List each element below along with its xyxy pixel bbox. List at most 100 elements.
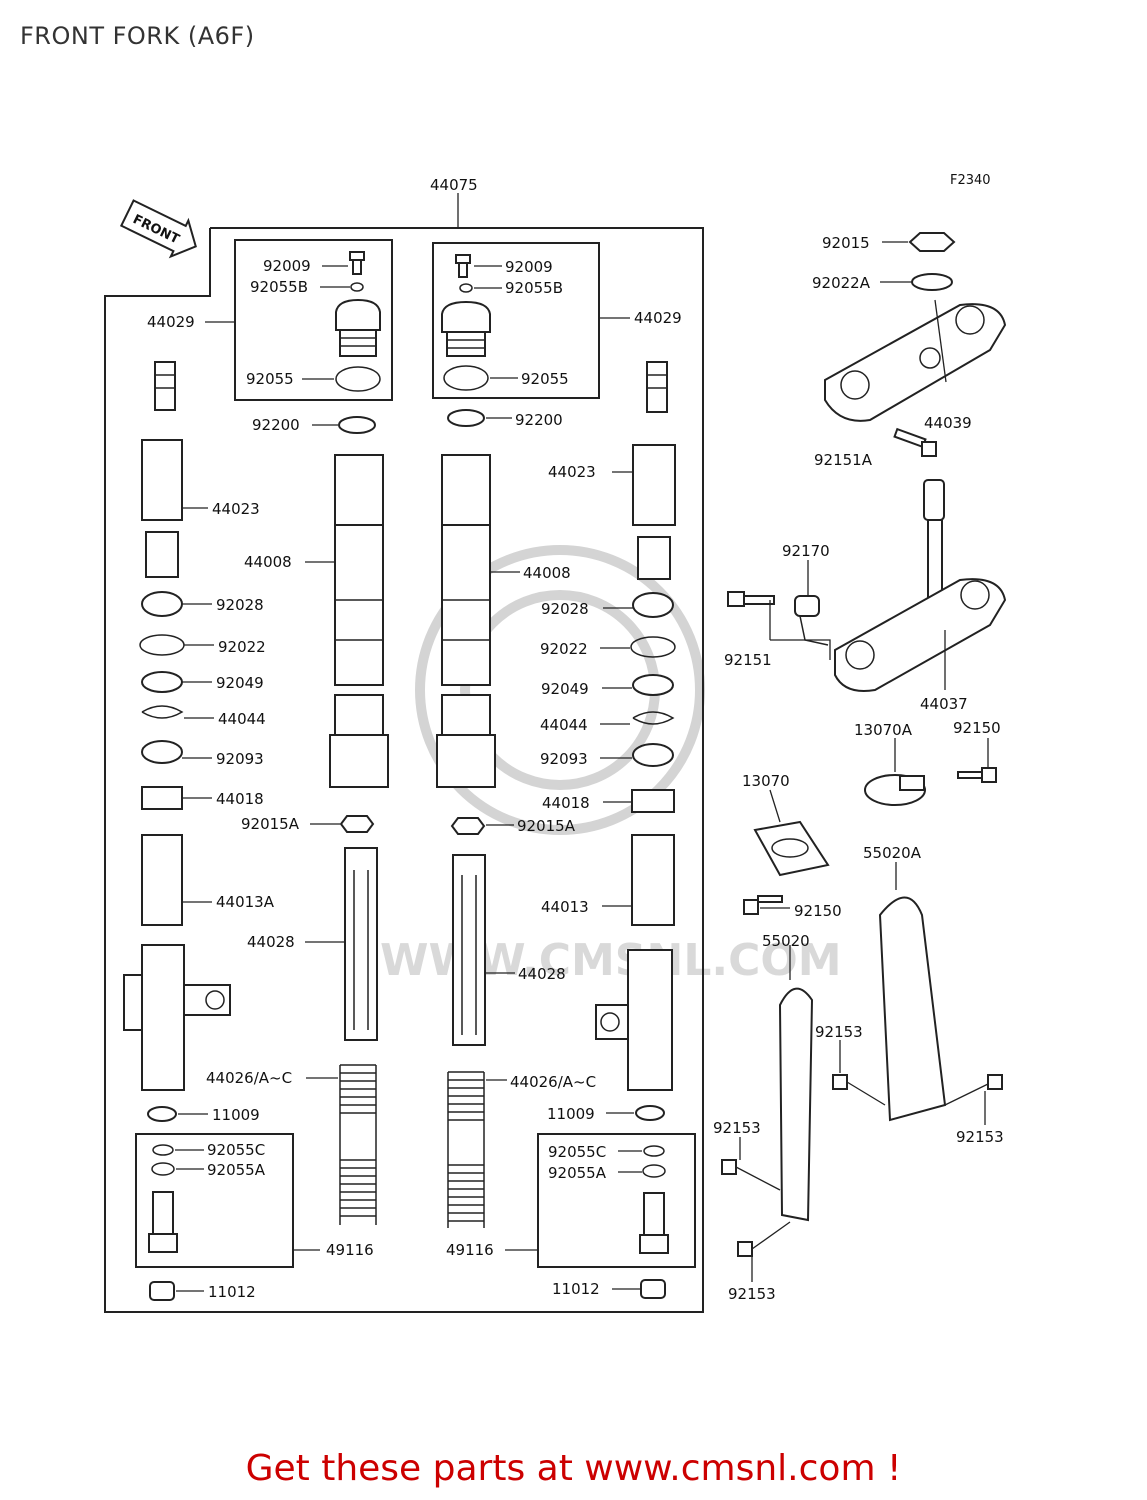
left-collar — [145, 531, 179, 578]
callout-44044-left: 44044 — [218, 710, 266, 728]
callout-92055B-left: 92055B — [250, 278, 308, 296]
right-o-ring-92055A — [642, 1164, 666, 1178]
right-axle-holder — [595, 949, 673, 1091]
callout-44013: 44013 — [541, 898, 589, 916]
cable-holder-92170 — [794, 595, 829, 646]
front-direction-arrow: FRONT — [119, 199, 197, 259]
left-axle-holder — [123, 944, 231, 1091]
callout-92055-right: 92055 — [521, 370, 569, 388]
fork-assembly-outline — [104, 227, 704, 1313]
right-damper-rod — [452, 854, 486, 1046]
bolt-92153-a — [832, 1074, 886, 1106]
callout-13070A: 13070A — [854, 721, 913, 739]
callout-44029-right: 44029 — [634, 309, 682, 327]
callout-44039: 44039 — [924, 414, 972, 432]
left-oil-seal-92049 — [141, 671, 183, 693]
left-spring-seat-pipe — [154, 361, 176, 411]
left-outer-tube-upper — [141, 834, 183, 926]
callout-92093-right: 92093 — [540, 750, 588, 768]
right-oil-seal-92049 — [632, 674, 674, 696]
left-drain-bolt-11012 — [149, 1281, 175, 1301]
clamp-bolt-92151A — [893, 427, 937, 457]
callout-92049-right: 92049 — [541, 680, 589, 698]
callout-92028-left: 92028 — [216, 596, 264, 614]
callout-92200-left: 92200 — [252, 416, 300, 434]
promo-link[interactable]: Get these parts at www.cmsnl.com ! — [245, 1448, 902, 1489]
screw-92150-bottom — [743, 895, 783, 915]
left-cap-bolt — [349, 251, 365, 275]
left-bushing-92028 — [141, 591, 183, 617]
callout-92093-left: 92093 — [216, 750, 264, 768]
upper-triple-clamp-44039 — [824, 303, 1007, 422]
stem-nut-92015 — [908, 232, 956, 252]
left-valve-subassembly-box — [135, 1133, 294, 1268]
left-fork-cap — [335, 298, 381, 357]
callout-11009-right: 11009 — [547, 1105, 595, 1123]
callout-92022-left: 92022 — [218, 638, 266, 656]
callout-44026-left: 44026/A~C — [206, 1069, 292, 1087]
right-dust-seal-92093 — [632, 743, 674, 767]
left-o-ring-92055A — [151, 1162, 175, 1176]
callout-44023-left: 44023 — [212, 500, 260, 518]
callout-44023-right: 44023 — [548, 463, 596, 481]
callout-44029-left: 44029 — [147, 313, 195, 331]
callout-92150-top: 92150 — [953, 719, 1001, 737]
callout-92028-right: 92028 — [541, 600, 589, 618]
left-valve-assembly — [148, 1191, 178, 1253]
figure-code: F2340 — [950, 173, 991, 188]
callout-92055A-right: 92055A — [548, 1164, 607, 1182]
callout-92055A-left: 92055A — [207, 1161, 266, 1179]
callout-11012-left: 11012 — [208, 1283, 256, 1301]
page-title: FRONT FORK (A6F) — [20, 22, 255, 50]
callout-92170: 92170 — [782, 542, 830, 560]
callout-92022-right: 92022 — [540, 640, 588, 658]
left-damper-rod — [344, 847, 378, 1041]
right-cap-bolt — [455, 254, 471, 278]
right-inner-tube — [436, 454, 496, 788]
right-spring-seat-pipe — [646, 361, 668, 413]
right-small-o-ring — [459, 283, 473, 293]
left-cap-o-ring — [335, 366, 381, 392]
bolt-92153-d — [737, 1221, 791, 1257]
callout-92153-b: 92153 — [956, 1128, 1004, 1146]
callout-92153-a: 92153 — [815, 1023, 863, 1041]
left-clip-44044 — [141, 705, 184, 719]
screw-92150-top — [957, 767, 997, 783]
callout-13070: 13070 — [742, 772, 790, 790]
callout-49116-left: 49116 — [326, 1241, 374, 1259]
right-washer — [447, 409, 485, 427]
left-cap-subassembly-box — [234, 239, 393, 401]
steering-stem-44037 — [834, 479, 1007, 692]
fork-guard-55020A — [878, 896, 947, 1122]
right-valve-subassembly-box — [537, 1133, 696, 1268]
callout-44075: 44075 — [430, 176, 478, 194]
left-fork-spring — [339, 1064, 377, 1225]
callout-55020A: 55020A — [863, 844, 922, 862]
callout-92009-left: 92009 — [263, 257, 311, 275]
right-drain-bolt-11012 — [640, 1279, 666, 1299]
right-cap-subassembly-box — [432, 242, 600, 399]
brake-hose-clamp-13070 — [753, 820, 830, 877]
callout-44037: 44037 — [920, 695, 968, 713]
right-bushing-92028 — [632, 592, 674, 618]
callout-92055B-right: 92055B — [505, 279, 563, 297]
right-o-ring-92055C — [643, 1145, 665, 1157]
fork-guard-55020 — [778, 987, 814, 1222]
callout-92151A: 92151A — [814, 451, 873, 469]
left-guide-44018 — [141, 786, 183, 810]
right-washer-92022 — [630, 636, 676, 658]
callout-44013A: 44013A — [216, 893, 275, 911]
callout-44026-right: 44026/A~C — [510, 1073, 596, 1091]
callout-11012-right: 11012 — [552, 1280, 600, 1298]
right-nut — [450, 817, 486, 835]
callout-92022A: 92022A — [812, 274, 871, 292]
callout-92153-d: 92153 — [728, 1285, 776, 1303]
brake-hose-clamp-13070A — [864, 774, 926, 806]
callout-92015: 92015 — [822, 234, 870, 252]
callout-44018-right: 44018 — [542, 794, 590, 812]
callout-11009-left: 11009 — [212, 1106, 260, 1124]
left-washer-92022 — [139, 634, 185, 656]
right-fork-spring — [447, 1071, 485, 1228]
right-valve-assembly — [639, 1192, 669, 1254]
